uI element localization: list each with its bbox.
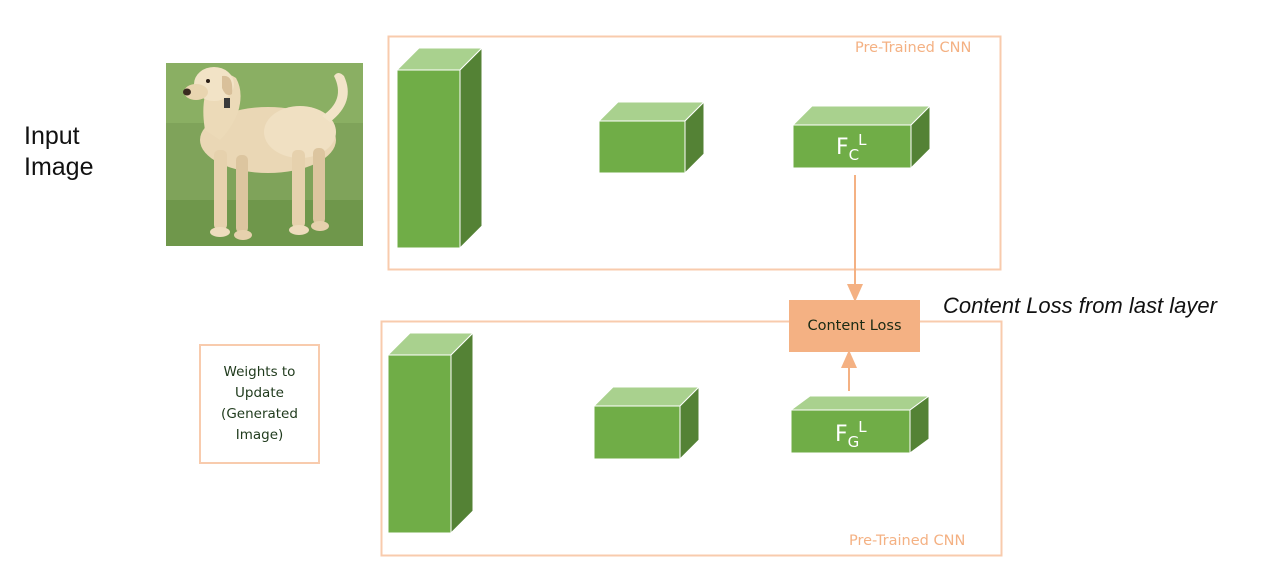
content-loss-caption: Content Loss from last layer [943, 293, 1217, 318]
weights-to-update-box: Weights to Update (Generated Image) [199, 344, 320, 464]
bottom-layer-3-block [789, 395, 931, 454]
input-image-label: Input Image [24, 122, 94, 181]
feature-bottom-base: F [835, 422, 848, 447]
content-loss-label: Content Loss [807, 318, 902, 334]
bottom-layer-2-block [592, 385, 701, 461]
content-loss-box: Content Loss [789, 300, 920, 352]
feature-top-sup: L [858, 131, 867, 149]
input-dog-image [166, 63, 363, 246]
top-cnn-panel [387, 35, 1002, 271]
feature-bottom-sub: G [847, 433, 860, 451]
feature-map-bottom-label: FGL [835, 420, 867, 450]
bottom-panel-caption: Pre-Trained CNN [849, 533, 966, 549]
top-layer-3-block [791, 104, 932, 170]
feature-top-sub: C [848, 146, 860, 164]
top-layer-1-block [395, 46, 484, 250]
bottom-layer-1-block [386, 331, 475, 535]
feature-top-base: F [836, 135, 849, 160]
top-layer-2-block [597, 100, 706, 175]
top-panel-caption: Pre-Trained CNN [855, 40, 972, 56]
weights-to-update-text: Weights to Update (Generated Image) [221, 364, 298, 443]
feature-bottom-sup: L [858, 418, 867, 436]
feature-map-top-label: FCL [836, 133, 867, 163]
bottom-cnn-panel [380, 320, 1003, 557]
